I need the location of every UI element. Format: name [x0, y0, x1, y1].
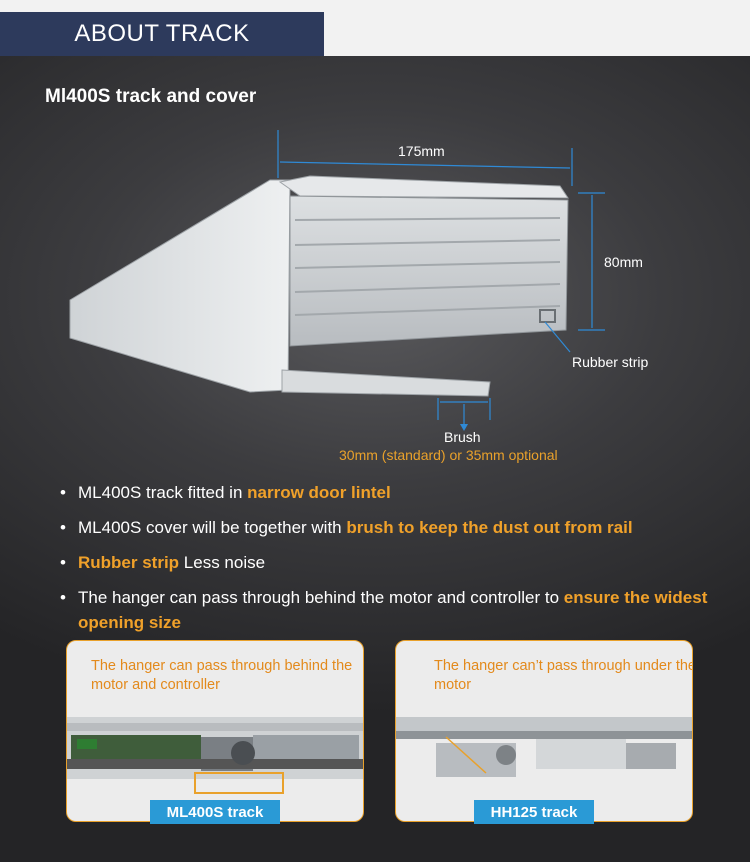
width-dimension-label: 175mm [398, 143, 445, 159]
cover-bottom [281, 369, 491, 397]
ml400s-track-tag: ML400S track [150, 800, 280, 824]
comparison-panel-hh125: The hanger can’t pass through under the … [395, 640, 693, 822]
brush-arrow [460, 424, 468, 431]
feature-list: ML400S track fitted in narrow door linte… [60, 480, 740, 645]
panel-caption: The hanger can’t pass through under the … [434, 658, 693, 693]
cover-side [69, 179, 291, 393]
rubber-strip [539, 309, 556, 323]
feature-item: The hanger can pass through behind the m… [60, 585, 740, 635]
feature-item: ML400S track fitted in narrow door linte… [60, 480, 740, 505]
brush-note: 30mm (standard) or 35mm optional [339, 447, 558, 463]
feature-item: Rubber strip Less noise [60, 550, 740, 575]
hh125-track-tag: HH125 track [474, 800, 594, 824]
height-dimension-label: 80mm [604, 254, 643, 270]
feature-item: ML400S cover will be together with brush… [60, 515, 740, 540]
section-title: Ml400S track and cover [45, 86, 257, 107]
ml400s-track-photo [67, 717, 363, 794]
panel-caption: The hanger can pass through behind the m… [91, 658, 353, 693]
cover-top [278, 175, 569, 199]
comparison-panel-ml400s: The hanger can pass through behind the m… [66, 640, 364, 822]
track-diagram [69, 130, 605, 431]
hh125-track-photo [396, 717, 692, 777]
header-title: ABOUT TRACK [0, 12, 324, 56]
rubber-strip-label: Rubber strip [572, 354, 649, 370]
brush-label: Brush [444, 429, 481, 445]
